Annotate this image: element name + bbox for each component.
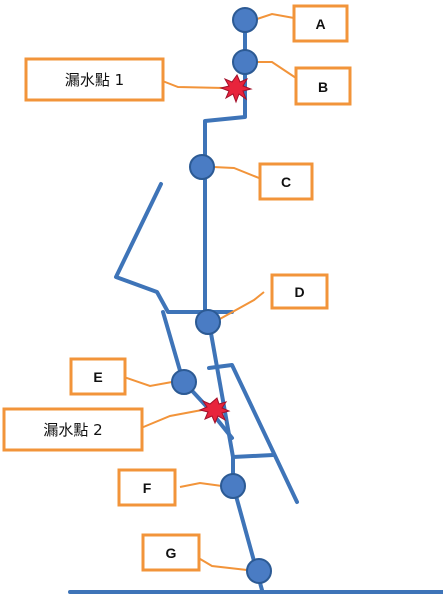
leader-d	[217, 291, 265, 321]
callout-c: C	[258, 162, 314, 201]
node-a	[232, 7, 258, 33]
node-b	[232, 49, 258, 75]
callout-b: B	[294, 66, 352, 106]
node-d	[195, 309, 221, 335]
leader-a	[256, 12, 295, 20]
callout-leak-2: 漏水點 2	[2, 407, 144, 452]
node-f	[220, 473, 246, 499]
callout-e-label: E	[93, 369, 102, 385]
callout-a-label: A	[315, 16, 325, 32]
callout-e: E	[69, 357, 127, 396]
node-e	[171, 369, 197, 395]
pipe-nodes	[171, 7, 272, 584]
callout-b-label: B	[318, 79, 328, 95]
leader-c	[212, 166, 265, 181]
callout-d: D	[270, 273, 329, 310]
pipe-left-drop	[161, 310, 234, 440]
callout-leak-2-label: 漏水點 2	[43, 421, 102, 439]
callout-leak-1: 漏水點 1	[24, 57, 165, 102]
callout-c-label: C	[281, 174, 291, 190]
leader-f	[179, 481, 223, 488]
callout-g-label: G	[166, 545, 177, 561]
leader-leak-1	[159, 79, 225, 89]
leak-1-burst-icon	[219, 73, 253, 104]
leader-b	[257, 61, 297, 79]
pipe-main-lower	[207, 320, 275, 459]
leak-markers	[198, 73, 253, 425]
callout-leak-1-label: 漏水點 1	[65, 71, 124, 89]
callout-g: G	[141, 533, 201, 572]
callout-d-label: D	[294, 284, 304, 300]
callout-f-label: F	[143, 480, 152, 496]
callout-a: A	[292, 4, 349, 43]
leader-leak-2	[140, 409, 203, 429]
leak-2-burst-icon	[198, 397, 231, 425]
callout-f: F	[117, 468, 177, 507]
leader-e	[123, 376, 173, 388]
pipe-main-upper	[203, 16, 247, 322]
pipe-left-branch	[114, 182, 234, 314]
node-c	[189, 154, 215, 180]
node-g	[246, 558, 272, 584]
